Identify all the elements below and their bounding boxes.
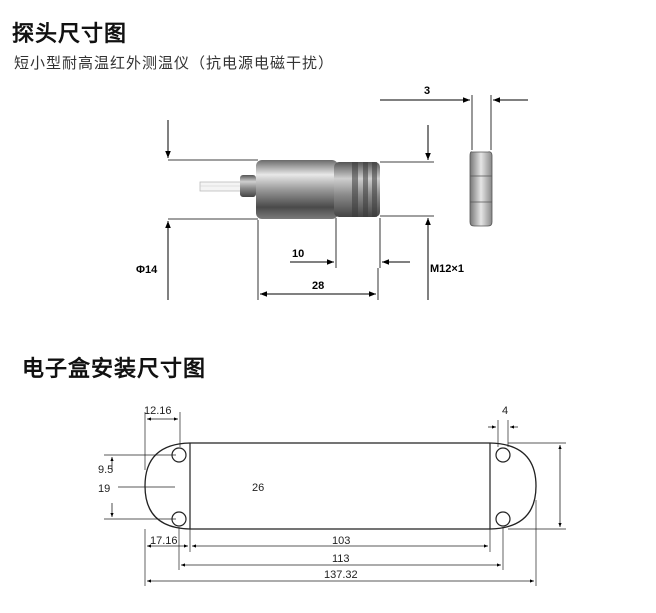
diameter-label: Φ14 — [136, 264, 158, 276]
box-drawing: 26 12.16 4 9.5 19 17.16 — [98, 405, 566, 586]
tab-width-label: 4 — [502, 405, 508, 417]
mounting-hole — [495, 511, 511, 527]
nut-thickness-label: 3 — [424, 85, 430, 97]
probe-body — [256, 160, 338, 219]
half-height-label: 9.5 — [98, 464, 113, 476]
body-length-label: 28 — [312, 280, 324, 292]
probe-section-subtitle: 短小型耐高温红外测温仪（抗电源电磁干扰） — [14, 55, 335, 72]
thickness-label: 26 — [252, 482, 264, 494]
probe-nut — [469, 151, 493, 227]
probe-drawing: Φ14 M12×1 10 28 — [136, 85, 528, 300]
probe-section-title: 探头尺寸图 — [12, 21, 128, 46]
inner-length-label: 103 — [332, 535, 350, 547]
mounting-hole — [495, 447, 511, 463]
hole-spacing-label: 113 — [332, 553, 350, 565]
box-outline — [144, 442, 537, 530]
hole-offset-label: 12.16 — [144, 405, 172, 417]
cable-gland — [240, 175, 256, 197]
height-label: 19 — [98, 483, 110, 495]
thread-length-label: 10 — [292, 248, 304, 260]
box-section-title: 电子盒安装尺寸图 — [22, 356, 207, 381]
total-length-label: 137.32 — [324, 569, 358, 581]
thread-label: M12×1 — [430, 263, 464, 275]
left-end-label: 17.16 — [150, 535, 178, 547]
